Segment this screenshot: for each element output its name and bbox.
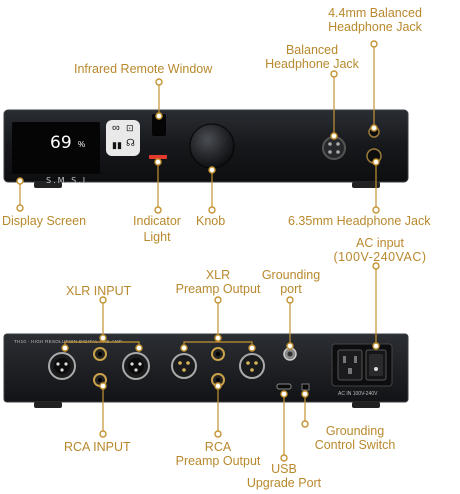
grounding-control-switch[interactable] bbox=[301, 383, 310, 391]
label-6-35mm-jack: 6.35mm Headphone Jack bbox=[288, 214, 431, 228]
xlr-input-connectors[interactable] bbox=[48, 352, 150, 380]
label-display-screen: Display Screen bbox=[2, 214, 87, 228]
front-panel-device bbox=[3, 109, 409, 188]
brand-text: S.M.S.L bbox=[46, 176, 90, 185]
label-rca-preamp-output: RCA Preamp Output bbox=[175, 440, 261, 468]
label-rca-input: RCA INPUT bbox=[64, 440, 131, 454]
label-grounding-port: Grounding port bbox=[261, 268, 321, 296]
usb-upgrade-port[interactable] bbox=[276, 383, 292, 390]
indicator-light bbox=[149, 155, 167, 159]
label-indicator-light: Indicator Light bbox=[133, 214, 181, 244]
label-knob: Knob bbox=[196, 214, 226, 228]
display-screen: 69 % bbox=[14, 124, 98, 172]
label-xlr-input: XLR INPUT bbox=[66, 284, 132, 298]
display-value: 69 bbox=[50, 133, 72, 153]
label-balanced-jack: Balanced Headphone Jack bbox=[265, 43, 359, 71]
label-infrared-window: Infrared Remote Window bbox=[74, 62, 213, 76]
output-icon: ⊡ bbox=[126, 123, 134, 133]
label-grounding-switch: Grounding Control Switch bbox=[314, 424, 396, 452]
display-unit: % bbox=[78, 140, 86, 149]
bars-icon: ▮▮ bbox=[112, 140, 122, 150]
label-4-4mm-balanced: 4.4mm Balanced Headphone Jack bbox=[328, 6, 422, 34]
icon-tile: ∞ ⊡ ▮▮ ☊ bbox=[106, 120, 140, 156]
label-xlr-preamp-output: XLR Preamp Output bbox=[175, 268, 261, 296]
xlr-preamp-output-connectors[interactable] bbox=[171, 353, 265, 379]
headphone-icon: ☊ bbox=[126, 138, 135, 149]
ac-plate-text: AC IN 100V-240V bbox=[338, 391, 378, 397]
label-usb-upgrade-port: USB Upgrade Port bbox=[246, 462, 322, 490]
infinity-icon: ∞ bbox=[112, 122, 120, 134]
rca-preamp-output-connectors[interactable] bbox=[211, 347, 225, 387]
label-ac-input: AC input (100V-240VAC) bbox=[333, 236, 427, 264]
ac-input-module[interactable] bbox=[331, 343, 393, 387]
